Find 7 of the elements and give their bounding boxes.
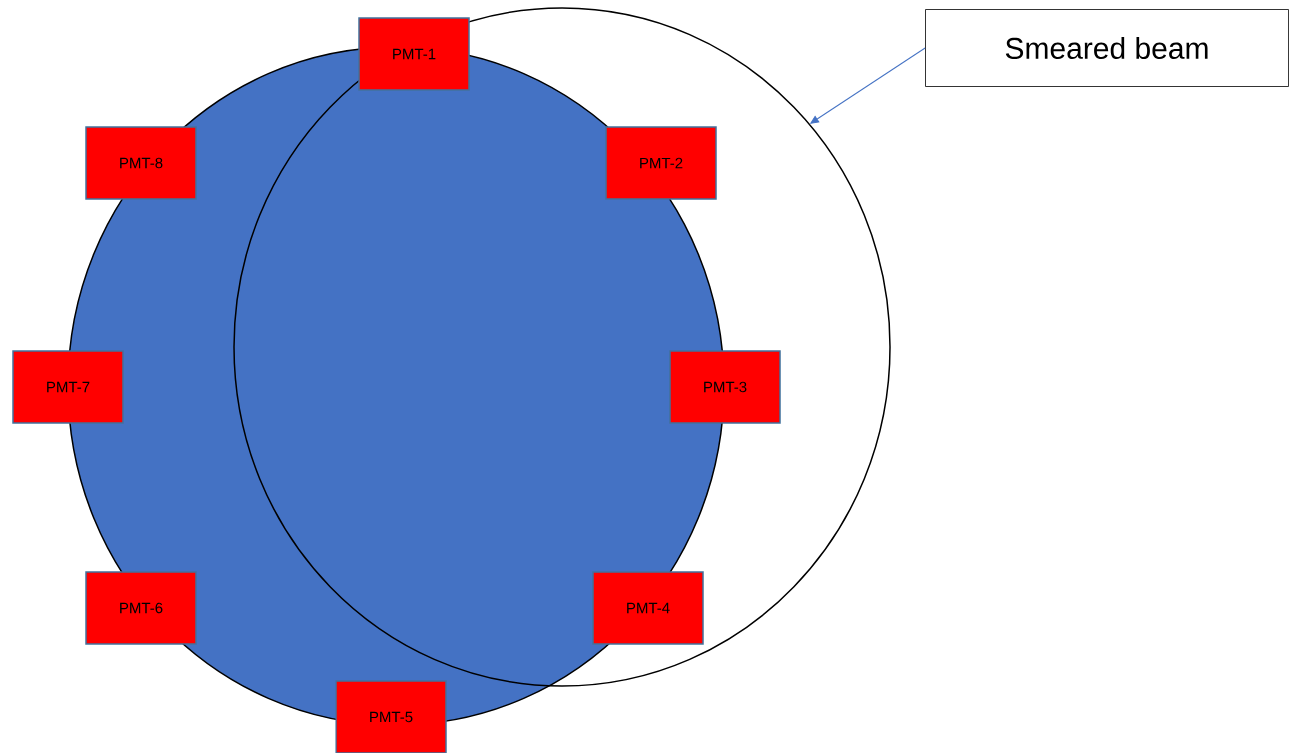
- pmt-box: PMT-8: [85, 126, 197, 200]
- pmt-box: PMT-5: [335, 680, 447, 753]
- pmt-box: PMT-7: [12, 350, 124, 424]
- beam-circle: [233, 7, 891, 687]
- pmt-box: PMT-6: [85, 571, 197, 645]
- leader-arrow: [810, 47, 926, 124]
- callout-box: Smeared beam: [925, 9, 1289, 87]
